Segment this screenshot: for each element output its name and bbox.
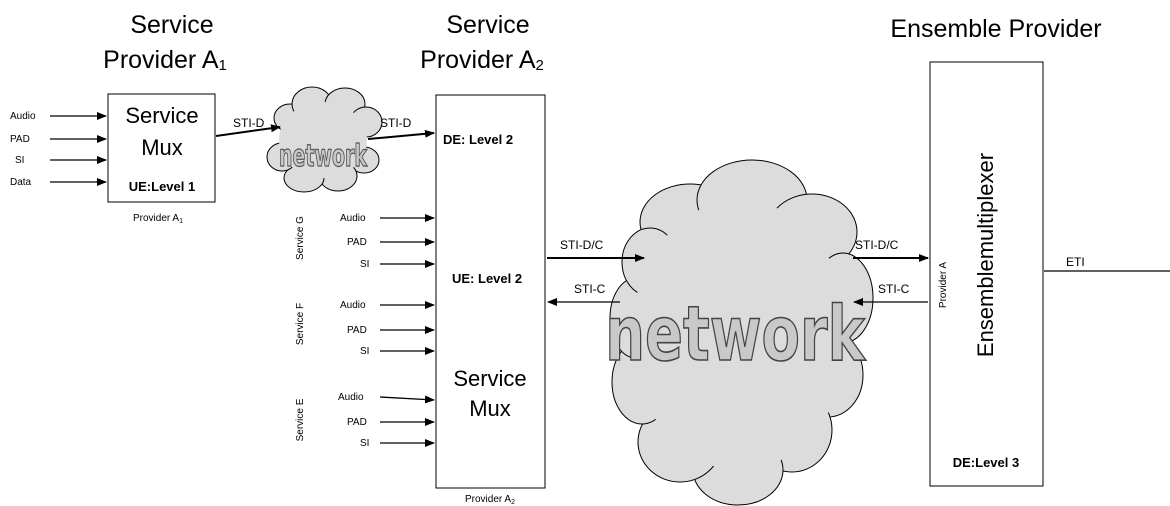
sti-c-label-right: STI-C [878, 282, 910, 296]
provider-a1-level: UE:Level 1 [129, 179, 195, 194]
ensemble-level: DE:Level 3 [953, 455, 1019, 470]
sti-d-label-in: STI-D [233, 116, 265, 130]
network-small-label: network [279, 137, 368, 173]
provider-a2-ue-level: UE: Level 2 [452, 271, 522, 286]
sti-d-label-out: STI-D [380, 116, 412, 130]
a1-input-pad: PAD [10, 134, 30, 145]
service-e-pad: PAD [347, 417, 367, 428]
sti-d-arrow-in [215, 124, 281, 137]
service-e-label: Service E [295, 398, 306, 441]
ensemble-multiplexer-box [929, 61, 1044, 487]
provider-a2-mux-label-2: Mux [469, 396, 511, 421]
provider-a1-mux-label-2: Mux [141, 135, 183, 160]
service-f-audio: Audio [340, 300, 366, 311]
a1-input-si: SI [15, 155, 24, 166]
sti-dc-label-left: STI-D/C [560, 238, 604, 252]
network-cloud-big [609, 159, 874, 506]
title-ensemble-provider: Ensemble Provider [890, 15, 1101, 43]
eti-label: ETI [1066, 255, 1085, 269]
sti-c-label-left: STI-C [574, 282, 606, 296]
provider-a2-mux-label-1: Service [453, 366, 526, 391]
title-provider-a1-line1: Service [130, 11, 213, 39]
service-g-pad: PAD [347, 237, 367, 248]
service-g-audio: Audio [340, 213, 366, 224]
service-f-label: Service F [295, 303, 306, 345]
service-e-audio: Audio [338, 392, 364, 403]
service-g-si: SI [360, 259, 369, 270]
service-f-si: SI [360, 346, 369, 357]
provider-a2-box [435, 94, 546, 489]
a1-input-data: Data [10, 177, 32, 188]
title-provider-a2-line1: Service [446, 11, 529, 39]
ensemble-provider-a-label: Provider A [938, 262, 949, 308]
sti-d-arrow-out [367, 129, 435, 140]
a1-input-audio: Audio [10, 111, 36, 122]
provider-a1-mux-label-1: Service [125, 103, 198, 128]
provider-a1-mux-box [107, 93, 216, 203]
provider-a2-caption: Provider A2 [465, 494, 515, 506]
service-e-audio-arrow [379, 395, 435, 404]
title-provider-a2-line2: Provider A2 [420, 46, 544, 74]
title-provider-a1-line2: Provider A1 [103, 46, 227, 74]
provider-a1-caption: Provider A1 [133, 213, 183, 225]
ensemble-multiplexer-label: Ensemblemultiplexer [973, 153, 998, 357]
network-big-label: network [605, 290, 866, 379]
network-cloud-small [266, 86, 383, 193]
service-f-pad: PAD [347, 325, 367, 336]
provider-a2-de-level: DE: Level 2 [443, 132, 513, 147]
sti-dc-label-right: STI-D/C [855, 238, 899, 252]
service-e-si: SI [360, 438, 369, 449]
service-g-label: Service G [295, 216, 306, 260]
